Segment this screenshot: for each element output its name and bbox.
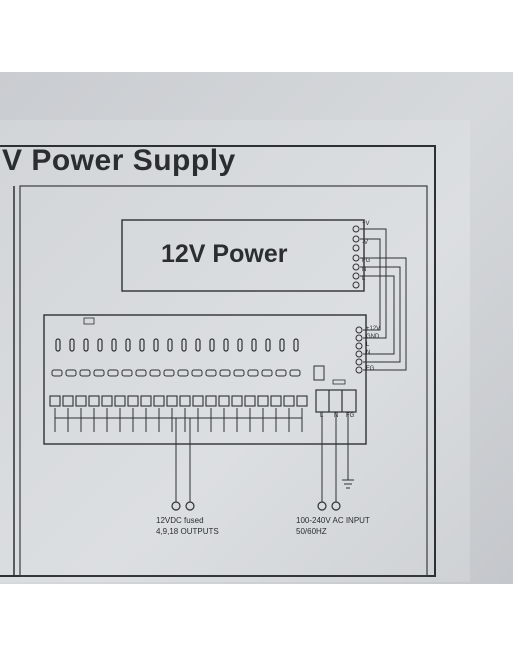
outputs-caption-line2: 4,9,18 OUTPUTS (156, 527, 219, 536)
ac-input-wires (321, 412, 354, 502)
ac-terminal-letter: FG (346, 413, 355, 419)
board-terminal-label: N (366, 350, 371, 356)
ac-terminal-letter: L (320, 413, 324, 419)
board-terminal-label: +12V (366, 326, 381, 332)
fuse-row (51, 369, 301, 377)
main-fuse (313, 365, 325, 381)
board-terminal-label: GND (366, 334, 380, 340)
board-terminal-circles (355, 326, 363, 374)
outputs-caption-line1: 12VDC fused (156, 516, 204, 525)
psu-box (121, 219, 365, 292)
psu-terminal-label: L (362, 276, 366, 282)
input-caption-line2: 50/60HZ (296, 527, 327, 536)
output-terminals (171, 501, 195, 511)
psu-terminal-label: FG (362, 258, 371, 264)
board-terminal-label: L (366, 342, 370, 348)
psu-terminal-circles (352, 225, 360, 289)
board-terminal-label: FG (366, 366, 375, 372)
label-sheet (0, 120, 470, 582)
panel-title: V Power Supply (2, 144, 236, 177)
distribution-board (43, 314, 367, 445)
led-row (55, 338, 299, 352)
input-caption-line1: 100-240V AC INPUT (296, 516, 370, 525)
psu-terminal-label: N (362, 267, 367, 273)
connector-wires (360, 228, 407, 371)
ac-input-terminals (317, 501, 341, 511)
psu-terminal-label: +V (362, 221, 370, 227)
inner-border (19, 185, 428, 577)
psu-label: 12V Power (161, 240, 288, 268)
output-wires (54, 408, 303, 502)
terminal-block-row (49, 395, 308, 407)
ac-terminal-letter: N (334, 413, 339, 419)
bottom-band (0, 584, 513, 655)
psu-terminal-label: -V (362, 240, 368, 246)
